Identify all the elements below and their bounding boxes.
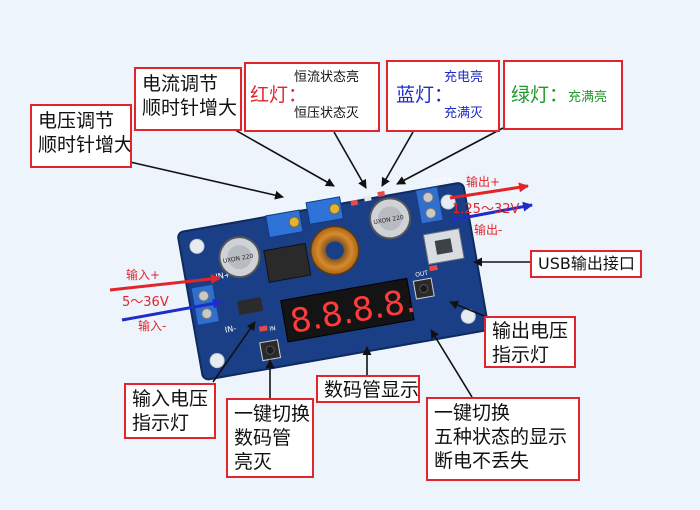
green-led-title: 绿灯： — [511, 84, 569, 106]
toggle-display-line-2: 数码管 — [234, 426, 292, 449]
input-voltage-led-line-2: 指示灯 — [132, 411, 190, 434]
output-voltage-led — [428, 264, 438, 272]
input-plus-arrow — [109, 274, 221, 292]
output-minus-label: 输出- — [474, 222, 502, 237]
input-minus-label: 输入- — [138, 318, 166, 333]
green-led-callout: 绿灯：充满亮 — [503, 60, 623, 130]
blue-led-title: 蓝灯： — [396, 84, 454, 106]
red-led-constant-voltage: 恒压状态灭 — [294, 106, 360, 121]
toggle-display-callout: 一键切换 数码管 亮灭 — [226, 398, 314, 478]
red-led-constant-current: 恒流状态亮 — [294, 70, 360, 85]
display-label: 数码管显示 — [324, 379, 420, 401]
input-voltage-led — [258, 325, 268, 332]
toggle-display-line-1: 一键切换 — [234, 403, 311, 425]
input-minus-arrow — [121, 298, 223, 322]
mount-hole — [209, 353, 225, 369]
current-adjust-line-2: 顺时针增大 — [142, 96, 238, 119]
voltage-adjust-line-1: 电压调节 — [38, 110, 115, 132]
current-adjust-line-1: 电流调节 — [142, 73, 219, 95]
usb-output-callout: USB输出接口 — [530, 250, 642, 278]
input-voltage-led-line-1: 输入电压 — [132, 388, 209, 410]
blue-led-full: 充满灭 — [444, 106, 484, 121]
input-voltage-led-callout: 输入电压 指示灯 — [124, 383, 216, 439]
toggle-states-line-1: 一键切换 — [434, 402, 511, 424]
output-terminal — [415, 186, 444, 225]
green-led-full: 充满亮 — [568, 90, 608, 105]
silk-in-plus: IN+ — [215, 270, 231, 281]
usb-output-label: USB输出接口 — [538, 254, 635, 273]
silk-in-led: IN — [269, 325, 276, 333]
input-plus-label: 输入+ — [126, 267, 160, 282]
diode — [237, 297, 264, 315]
output-plus-label: 输出+ — [466, 174, 500, 189]
seven-segment-display — [280, 277, 415, 343]
red-led-callout: 红灯： 恒流状态亮 恒压状态灭 — [244, 62, 380, 132]
output-plus-arrow — [449, 182, 529, 200]
blue-led-charging: 充电亮 — [444, 70, 484, 85]
silk-in-minus: IN- — [224, 324, 237, 335]
regulator-ic — [263, 242, 312, 283]
green-led — [377, 190, 386, 198]
blue-led-callout: 蓝灯： 充电亮 充满灭 — [386, 60, 500, 132]
output-minus-arrow — [451, 201, 533, 222]
output-voltage-led-line-2: 指示灯 — [492, 343, 550, 366]
toggle-display-line-3: 亮灭 — [234, 450, 273, 473]
pcb-board: IN+ IN- UXON 220 UXON 220 OUT+ — [177, 175, 489, 381]
display-callout: 数码管显示 — [316, 375, 420, 403]
toggle-states-line-2: 五种状态的显示 — [434, 425, 568, 448]
output-voltage-led-callout: 输出电压 指示灯 — [484, 316, 576, 368]
mount-hole — [189, 238, 205, 254]
red-led — [350, 199, 359, 206]
red-led-title: 红灯： — [250, 84, 308, 106]
voltage-adjust-line-2: 顺时针增大 — [38, 133, 132, 156]
input-range-label: 5～36V — [122, 295, 169, 310]
silk-out-led: OUT — [415, 270, 429, 279]
blue-led — [363, 195, 372, 202]
current-adjust-callout: 电流调节 顺时针增大 — [134, 67, 242, 131]
output-range-label: 1.25～32V — [452, 202, 519, 217]
silk-out-plus: OUT+ — [432, 175, 454, 187]
output-voltage-led-line-1: 输出电压 — [492, 320, 569, 342]
toggle-states-callout: 一键切换 五种状态的显示 断电不丢失 — [426, 397, 580, 481]
toggle-states-line-3: 断电不丢失 — [434, 449, 530, 472]
voltage-adjust-callout: 电压调节 顺时针增大 — [30, 104, 132, 168]
